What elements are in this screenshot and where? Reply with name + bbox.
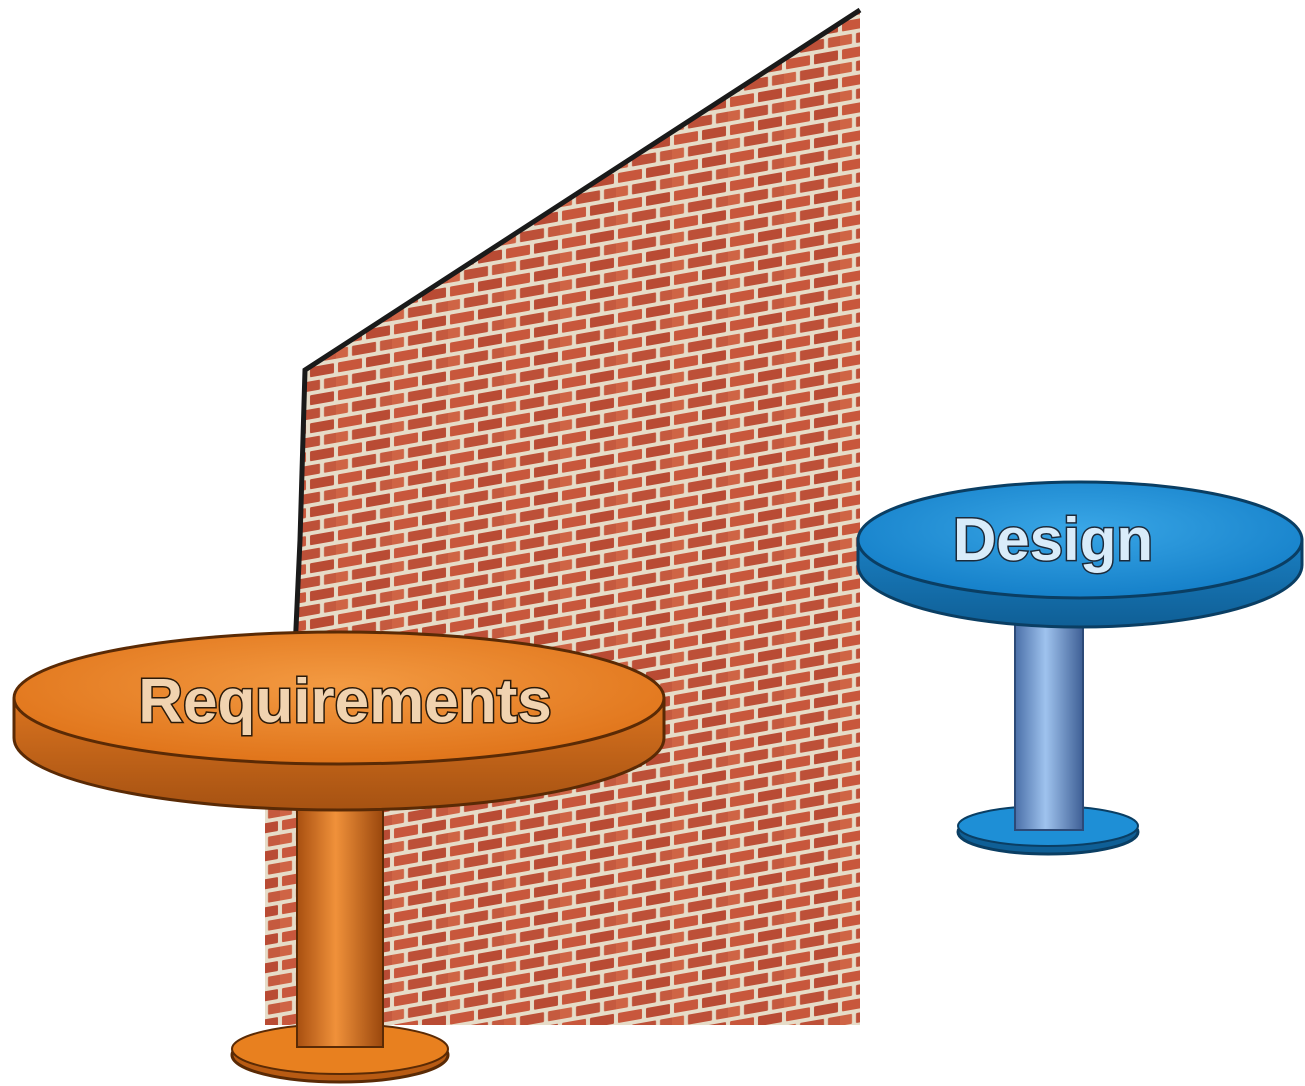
design-table-top <box>856 480 1304 600</box>
design-table: Design <box>856 480 1304 856</box>
requirements-label: Requirements <box>138 667 551 736</box>
design-label: Design <box>953 506 1153 573</box>
requirements-table: Requirements <box>12 630 666 1084</box>
requirements-table-top <box>12 630 666 766</box>
requirements-table-stem <box>296 784 384 1048</box>
design-table-stem <box>1014 619 1084 831</box>
